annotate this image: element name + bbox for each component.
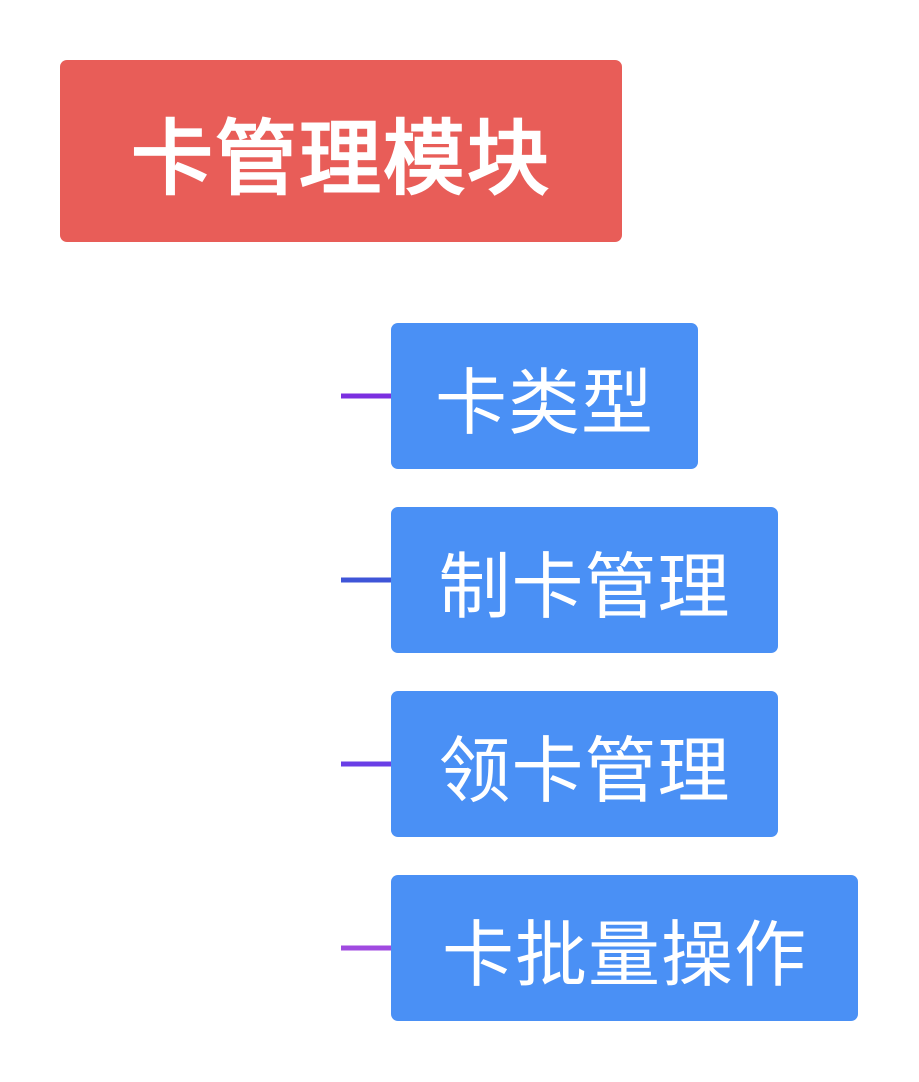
child-node-card-type: 卡类型 bbox=[391, 323, 698, 469]
child-node-label: 卡类型 bbox=[434, 360, 654, 445]
root-node-label: 卡管理模块 bbox=[130, 111, 551, 207]
child-node-label: 制卡管理 bbox=[438, 544, 731, 629]
child-node-card-collection: 领卡管理 bbox=[391, 691, 778, 837]
child-node-label: 卡批量操作 bbox=[441, 912, 807, 997]
child-node-label: 领卡管理 bbox=[438, 728, 731, 813]
child-node-card-making: 制卡管理 bbox=[391, 507, 778, 653]
root-node: 卡管理模块 bbox=[60, 60, 622, 242]
child-node-card-batch: 卡批量操作 bbox=[391, 875, 858, 1021]
